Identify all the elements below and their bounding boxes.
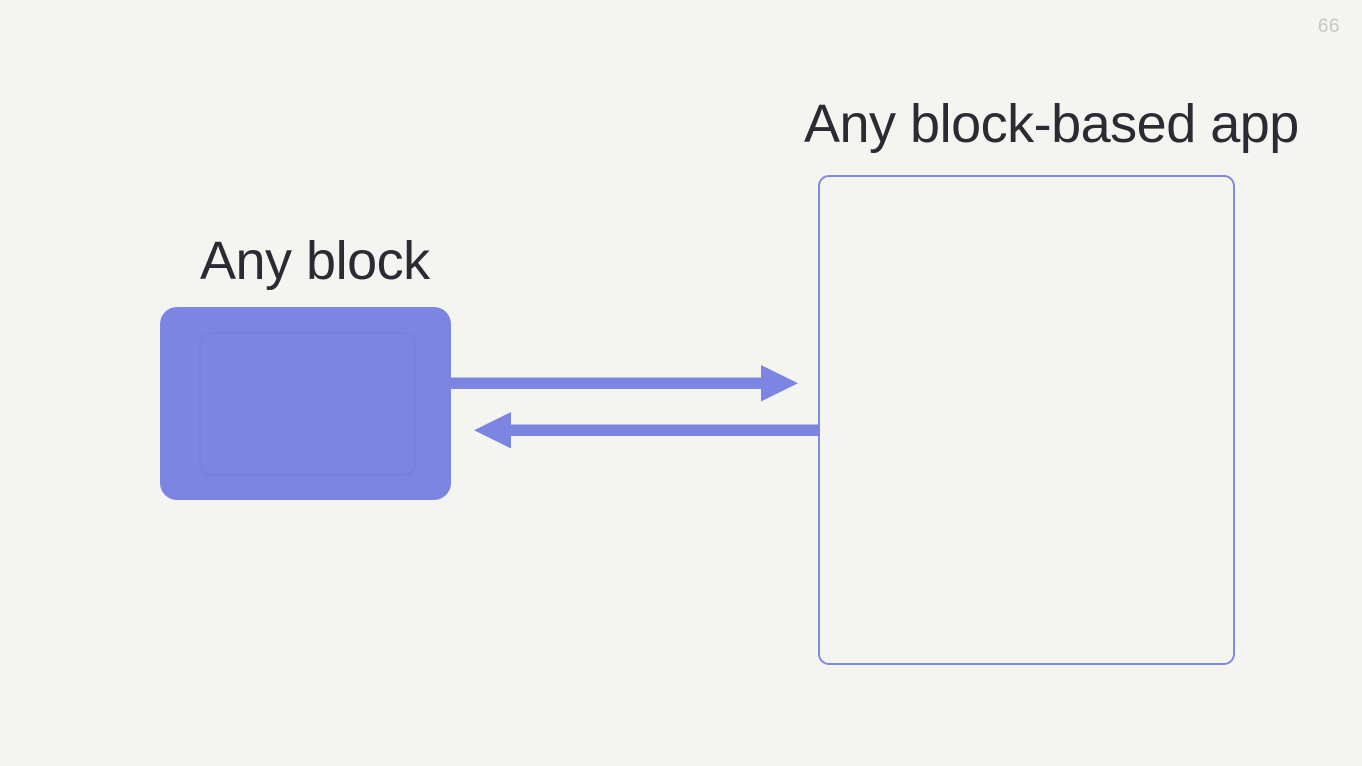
arrow-app-to-block-icon bbox=[474, 412, 820, 449]
any-block-based-app-panel[interactable] bbox=[818, 175, 1235, 665]
left-block-label: Any block bbox=[200, 231, 430, 291]
any-block-inner-surface bbox=[200, 333, 415, 474]
arrow-block-to-app-icon bbox=[451, 365, 798, 402]
right-panel-label: Any block-based app bbox=[804, 94, 1299, 154]
page-number: 66 bbox=[1317, 16, 1340, 37]
any-block-node[interactable] bbox=[160, 307, 451, 500]
